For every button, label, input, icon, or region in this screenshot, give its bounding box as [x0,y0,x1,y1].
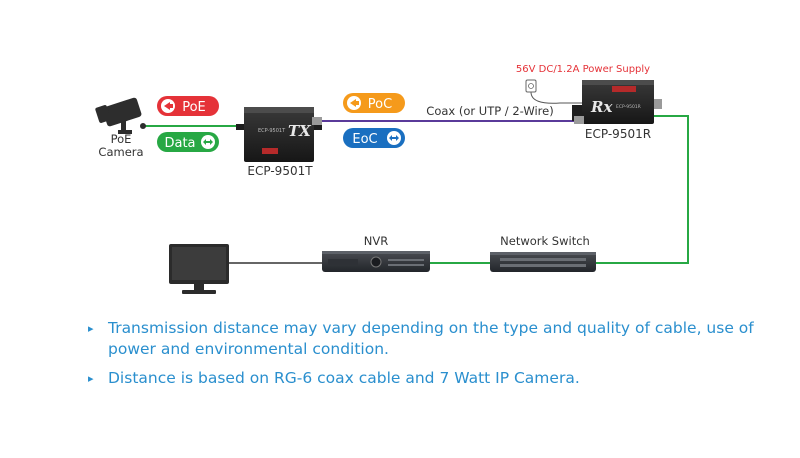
data-badge: Data [157,132,219,152]
switch-label: Network Switch [500,234,590,248]
eoc-badge: EoC [343,128,405,148]
camera-label-line1: PoE [111,132,132,146]
network-switch-device [490,252,596,272]
svg-text:ECP-9501R: ECP-9501R [616,104,641,110]
poe-badge: PoE [157,96,219,116]
arrow-left-icon [350,99,359,107]
arrow-bidirectional-icon [203,139,213,145]
nvr-label: NVR [364,234,388,248]
arrow-left-icon [164,102,173,110]
note-text: Distance is based on RG-6 coax cable and… [108,369,580,387]
power-outlet-icon [525,79,537,93]
note-item: ▸ Distance is based on RG-6 coax cable a… [88,368,788,389]
transmitter-device-text: TX [288,122,312,140]
receiver-device: Rx ECP-9501R [572,80,662,124]
bullet-icon: ▸ [88,372,94,385]
power-cable [530,91,582,104]
poc-badge: PoC [343,93,405,113]
camera-label-line2: Camera [98,145,143,159]
receiver-label: ECP-9501R [585,127,651,141]
arrow-bidirectional-icon [389,135,399,141]
bullet-icon: ▸ [88,322,94,335]
notes-list: ▸ Transmission distance may vary dependi… [88,318,788,397]
poe-badge-label: PoE [182,100,206,115]
transmitter-label: ECP-9501T [247,164,313,178]
monitor-icon [169,244,229,294]
power-supply-label: 56V DC/1.2A Power Supply [516,64,650,75]
nvr-device [322,251,430,272]
coax-label: Coax (or UTP / 2-Wire) [426,104,553,118]
receiver-to-switch-cable [596,115,689,264]
note-item: ▸ Transmission distance may vary dependi… [88,318,788,360]
poc-badge-label: PoC [368,97,392,112]
data-badge-label: Data [164,136,195,151]
svg-text:ECP-9501T: ECP-9501T [258,128,286,134]
eoc-badge-label: EoC [352,132,377,147]
note-text: Transmission distance may vary depending… [108,319,754,358]
transmitter-device: ECP-9501T TX [236,107,322,162]
receiver-device-text: Rx [590,98,613,116]
camera-icon [95,97,146,134]
